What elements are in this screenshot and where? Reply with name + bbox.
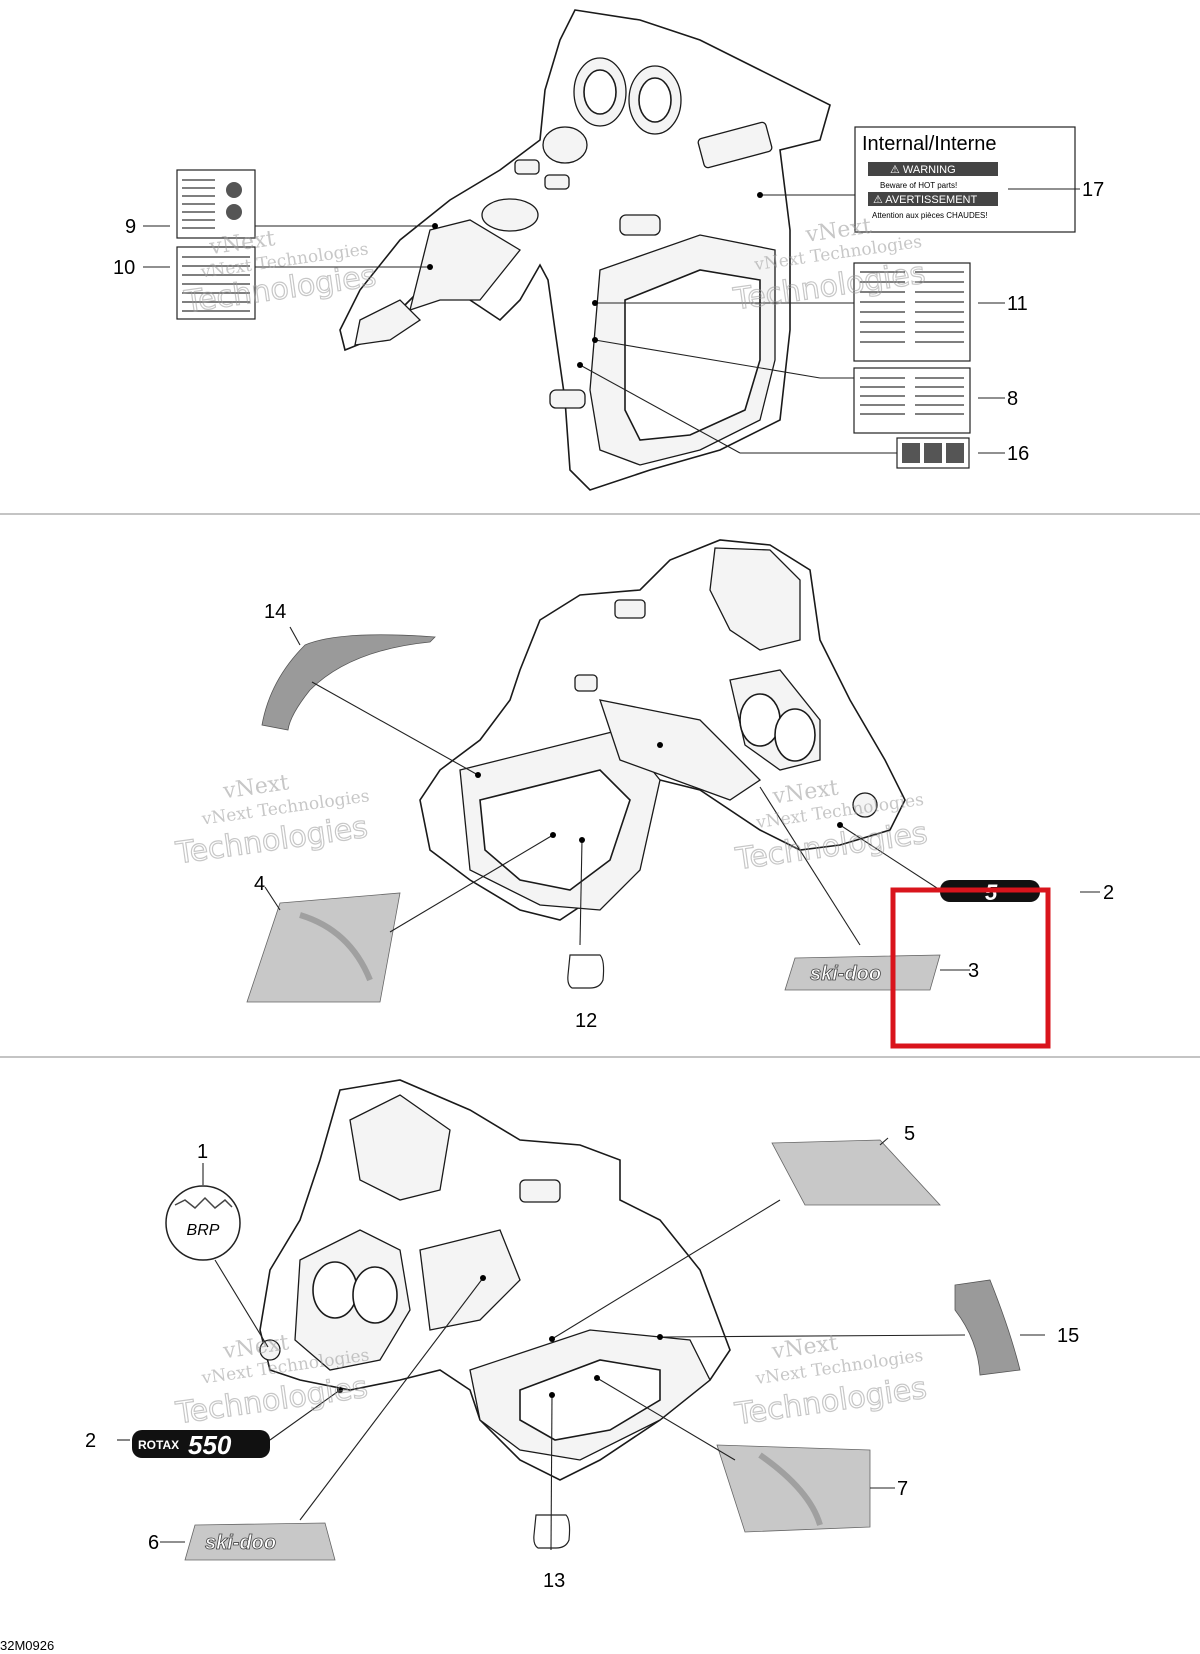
- callout-10: 10: [113, 257, 135, 279]
- leader-lines-middle: [264, 626, 1100, 971]
- decal-2-rotax-550: ROTAX 550: [132, 1430, 270, 1460]
- callout-9: 9: [125, 216, 136, 238]
- warning-header: ⚠ WARNING: [890, 164, 956, 176]
- callout-4: 4: [254, 873, 265, 895]
- part-12: [567, 954, 605, 989]
- part-13: [533, 1514, 571, 1549]
- svg-text:550: 550: [188, 1430, 232, 1460]
- callout-7: 7: [897, 1478, 908, 1500]
- diagram-code: 32M0926: [0, 1638, 54, 1653]
- svg-text:ski-doo: ski-doo: [205, 1532, 276, 1554]
- callout-15: 15: [1057, 1325, 1079, 1347]
- bottom-section: BRP ROTAX 550 ski-doo: [85, 1079, 1079, 1592]
- decal-label-11: [853, 262, 971, 362]
- avertissement-header: ⚠ AVERTISSEMENT: [873, 194, 977, 206]
- decal-15: [954, 1279, 1021, 1376]
- avertissement-subtext: Attention aux pièces CHAUDES!: [872, 211, 988, 220]
- decal-label-10: [176, 246, 256, 320]
- callout-17: 17: [1082, 179, 1104, 201]
- decal-label-17: Internal/Interne ⚠ WARNING Beware of HOT…: [854, 126, 1076, 233]
- hood-top-view: [339, 9, 831, 491]
- decal-label-9: [176, 169, 256, 239]
- leader-lines-top: [143, 188, 1080, 454]
- callout-5: 5: [904, 1123, 915, 1145]
- warning-subtext: Beware of HOT parts!: [880, 181, 957, 190]
- callout-14: 14: [264, 601, 286, 623]
- callout-13: 13: [543, 1570, 565, 1592]
- decal-5: [771, 1139, 941, 1206]
- decal-3-skidoo: ski-doo: [784, 954, 941, 991]
- highlight-box: [890, 887, 1051, 1049]
- decal-7: [716, 1444, 871, 1533]
- callout-16: 16: [1007, 443, 1029, 465]
- callout-2-middle: 2: [1103, 882, 1114, 904]
- callout-2-bottom: 2: [85, 1430, 96, 1452]
- callout-1: 1: [197, 1141, 208, 1163]
- hood-front-view: [259, 1079, 731, 1481]
- leader-lines-bottom: [117, 1137, 1045, 1551]
- callout-8: 8: [1007, 388, 1018, 410]
- emblem-1-brp: BRP: [165, 1185, 241, 1261]
- callout-3: 3: [968, 960, 979, 982]
- svg-text:ROTAX: ROTAX: [138, 1438, 179, 1452]
- decal-6-skidoo: ski-doo: [184, 1522, 336, 1561]
- internal-label-title: Internal/Interne: [862, 133, 997, 155]
- top-section: Internal/Interne ⚠ WARNING Beware of HOT…: [113, 9, 1104, 491]
- decal-label-8: [853, 367, 971, 434]
- decal-4: [246, 892, 401, 1003]
- callout-6: 6: [148, 1532, 159, 1554]
- svg-text:ski-doo: ski-doo: [810, 963, 881, 985]
- callout-12: 12: [575, 1010, 597, 1032]
- svg-text:BRP: BRP: [187, 1222, 220, 1239]
- middle-section: 5 ski-doo 14 4 12 2 3: [173, 539, 1114, 1049]
- decal-label-16: [896, 437, 970, 469]
- watermark-middle-left: vNext vNext Technologies Technologies: [173, 770, 371, 872]
- callout-11: 11: [1007, 293, 1028, 315]
- decal-14: [261, 634, 436, 731]
